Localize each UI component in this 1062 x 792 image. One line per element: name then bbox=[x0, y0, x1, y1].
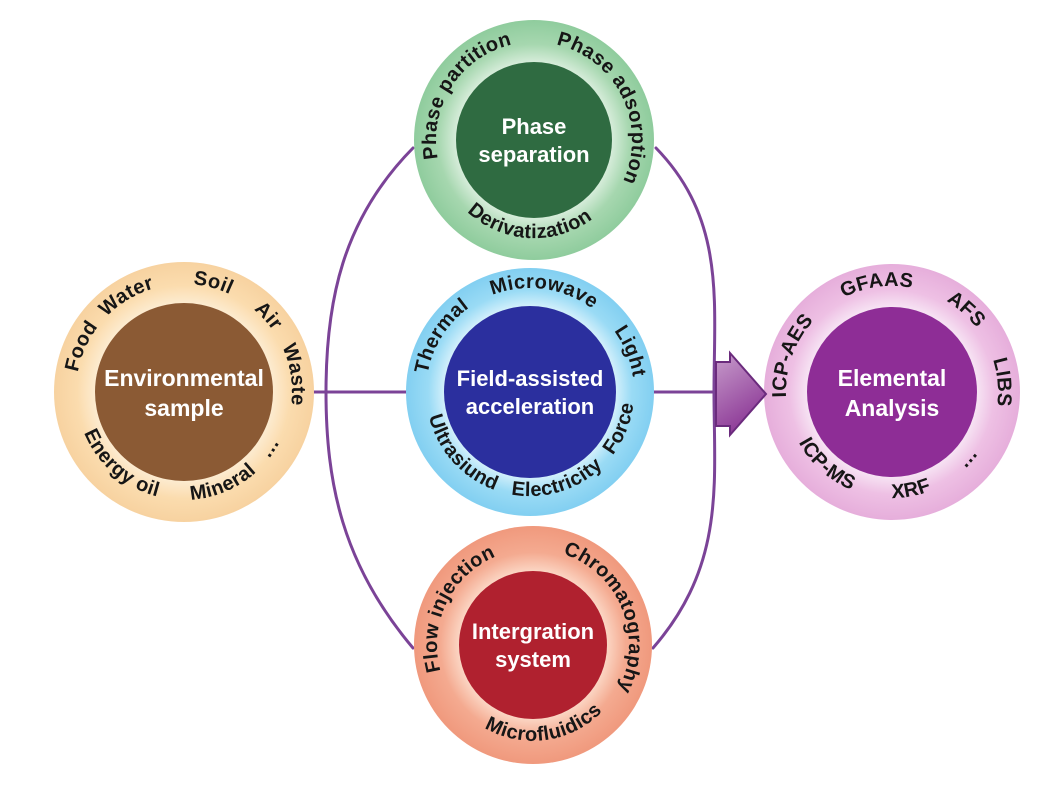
integration-label-line2: system bbox=[495, 647, 571, 672]
integration-label-line1: Intergration bbox=[472, 619, 594, 644]
analysis-label-line2: Analysis bbox=[845, 395, 940, 421]
separation-core-circle bbox=[456, 62, 612, 218]
analysis-label-line1: Elemental bbox=[838, 365, 947, 391]
connectors bbox=[312, 146, 724, 650]
node-field-assisted-acceleration: Field-assisted acceleration Thermal Micr… bbox=[406, 268, 654, 516]
integration-core-circle bbox=[459, 571, 607, 719]
sample-core-circle bbox=[95, 303, 273, 481]
bracket-left bbox=[324, 146, 415, 650]
bracket-right bbox=[651, 146, 717, 650]
field-label-line2: acceleration bbox=[466, 394, 594, 419]
sample-label-line2: sample bbox=[144, 395, 223, 421]
node-elemental-analysis: Elemental Analysis ICP-AES GFAAS AFS LIB… bbox=[764, 264, 1020, 520]
separation-label-line2: separation bbox=[478, 142, 589, 167]
separation-label-line1: Phase bbox=[502, 114, 567, 139]
node-environmental-sample: Environmental sample Food Water Soil Air… bbox=[54, 262, 314, 522]
node-phase-separation: Phase separation Phase partition Phase a… bbox=[414, 20, 654, 260]
analysis-core-circle bbox=[807, 307, 977, 477]
sample-label-line1: Environmental bbox=[104, 365, 264, 391]
field-label-line1: Field-assisted bbox=[457, 366, 604, 391]
arrow-right-icon bbox=[715, 350, 768, 438]
field-core-circle bbox=[444, 306, 616, 478]
node-intergration-system: Intergration system Flow injection Chrom… bbox=[414, 526, 652, 764]
